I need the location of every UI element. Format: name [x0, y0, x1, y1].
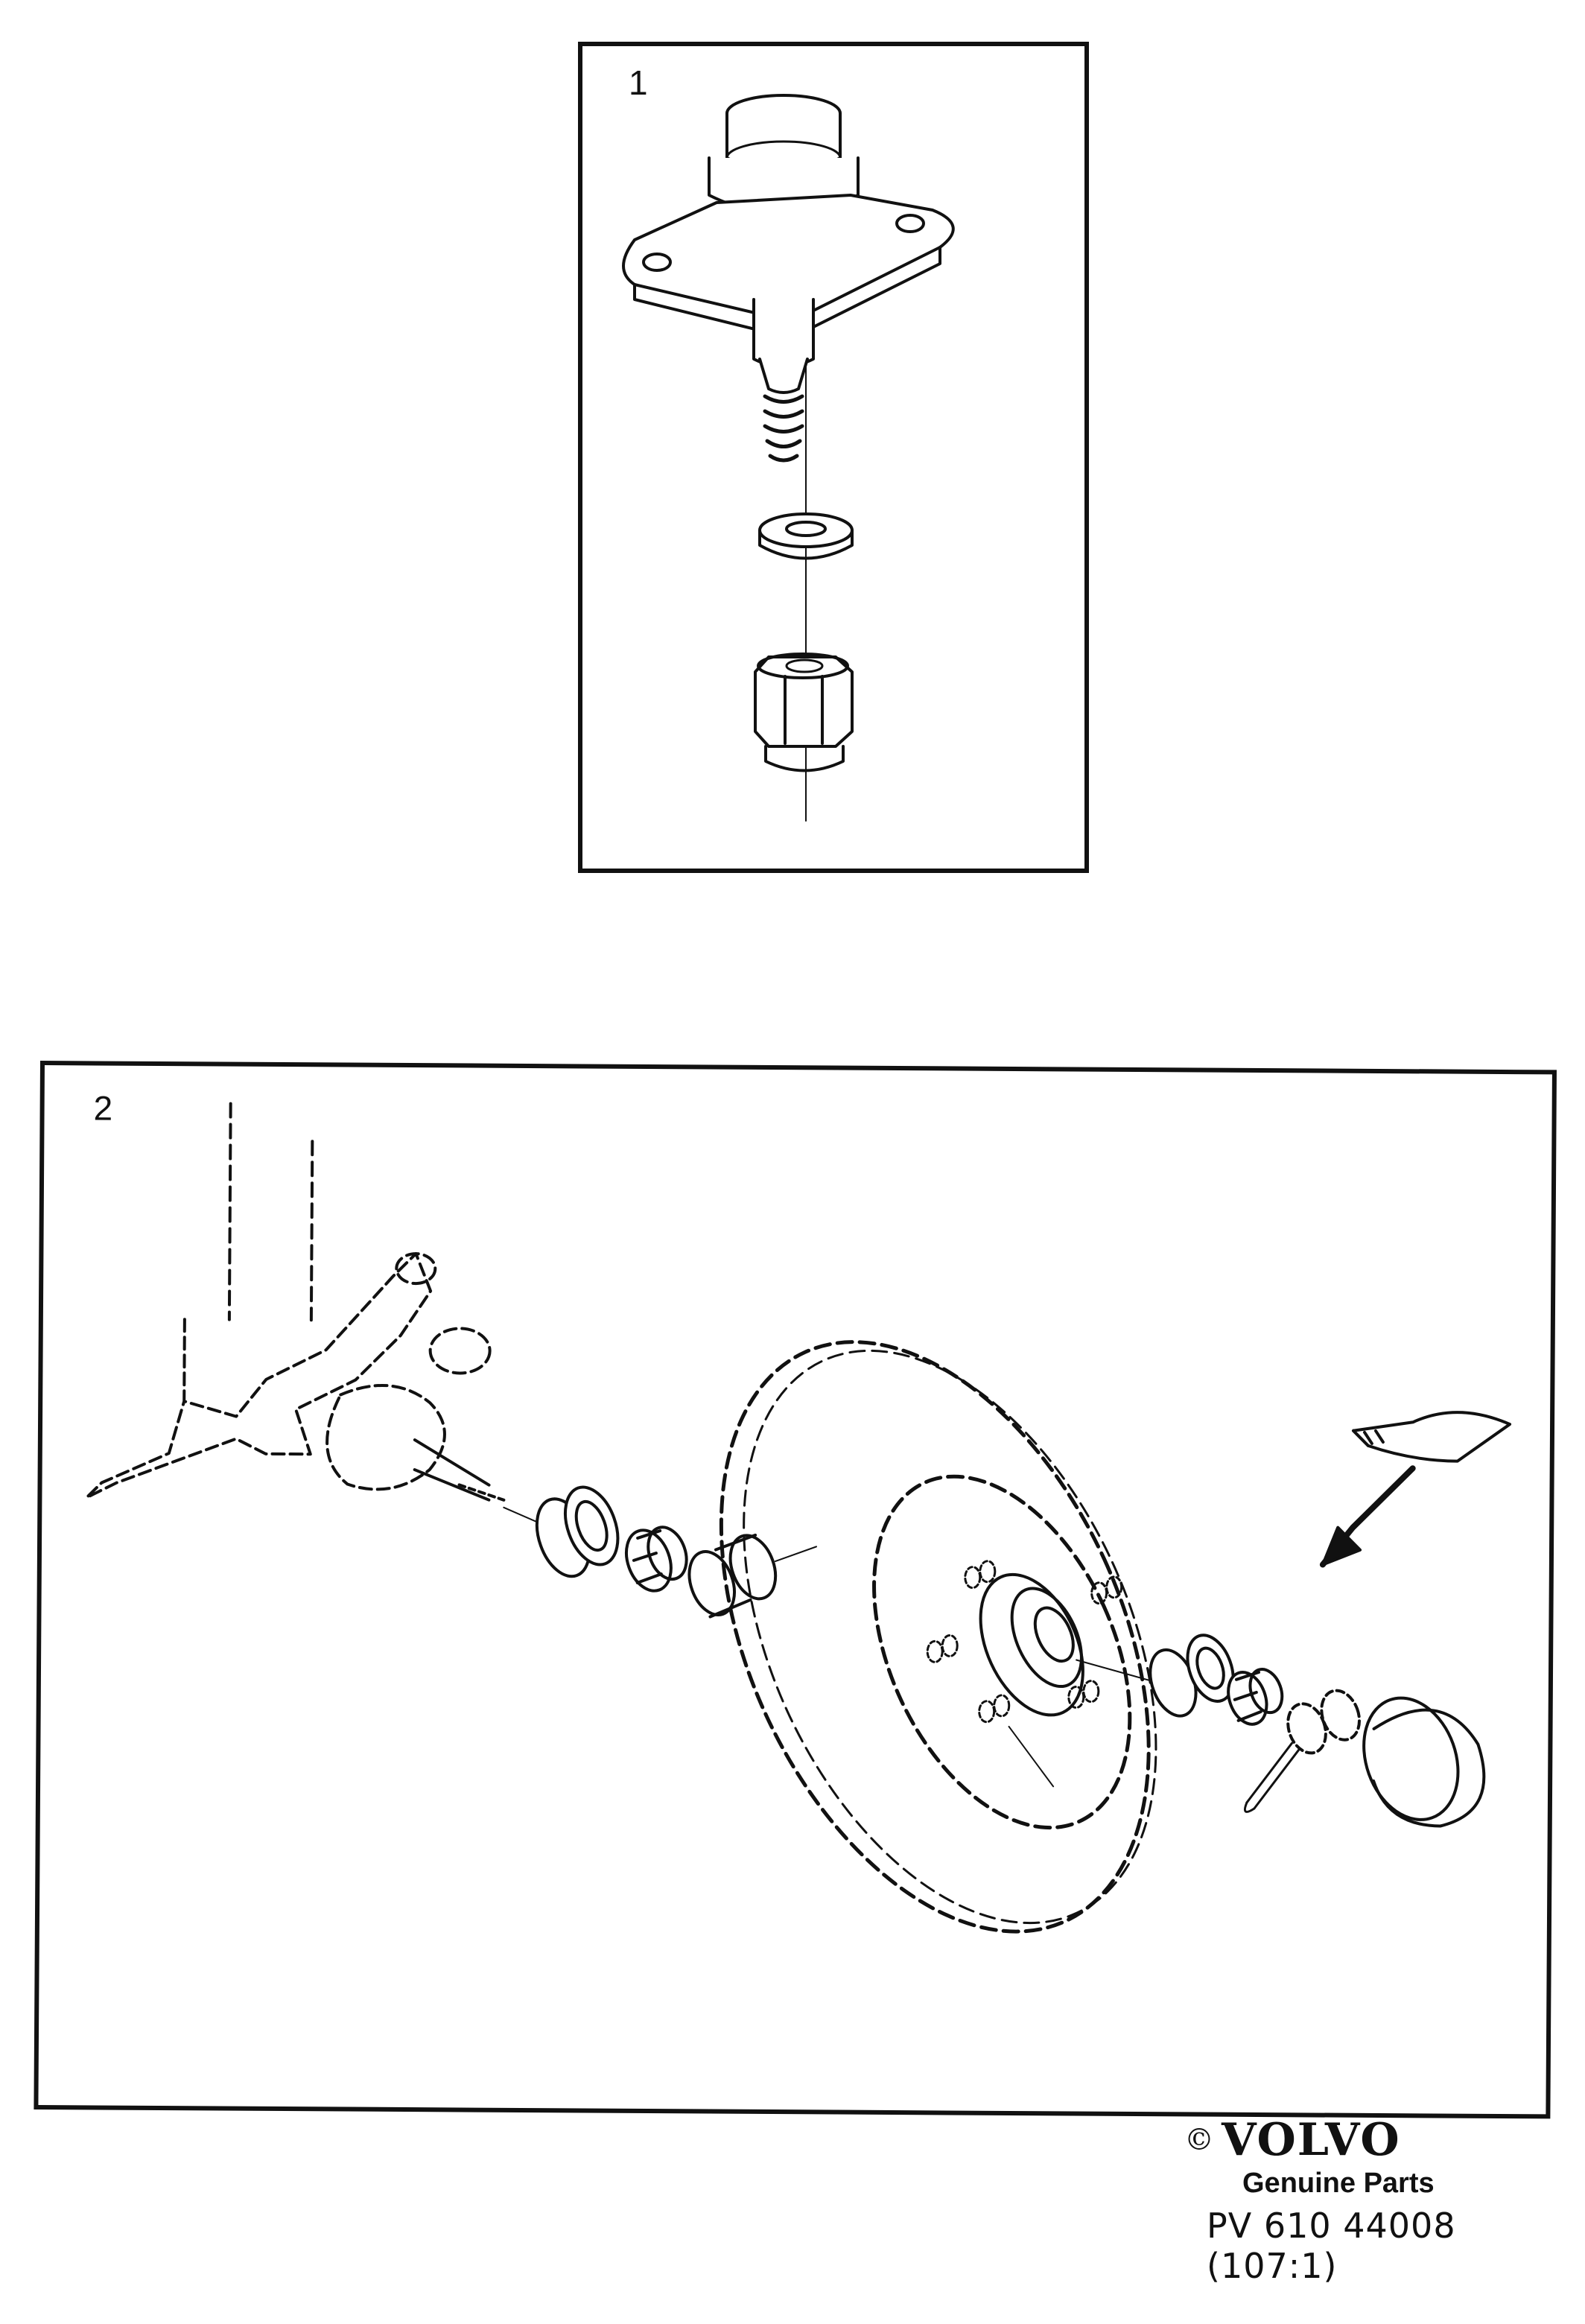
- inner-roller-bearing: [625, 1525, 688, 1593]
- front-hub-illustration: [85, 1102, 1512, 1934]
- figure-panel-1: 1: [578, 42, 1089, 873]
- inner-bearing-race: [687, 1533, 818, 1619]
- wheel-hub: [979, 1572, 1084, 1717]
- cotter-pin: [1244, 1742, 1300, 1813]
- brake-disc: [719, 1340, 1157, 1934]
- ball-joint-illustration: [622, 94, 955, 822]
- threaded-spring: [763, 394, 804, 463]
- brand-row: © VOLVO: [1184, 2114, 1512, 2166]
- outer-roller-bearing: [1227, 1668, 1284, 1726]
- washer: [758, 512, 854, 560]
- part-number: PV 610 44008: [1207, 2206, 1456, 2246]
- inner-seal-ring: [535, 1485, 620, 1578]
- outer-bearing-race: [1149, 1634, 1235, 1718]
- wheel-spindle: [413, 1438, 557, 1531]
- parts-catalog-footer: © VOLVO Genuine Parts PV 610 44008 (107:…: [1184, 2114, 1512, 2286]
- tagline: Genuine Parts: [1242, 2168, 1435, 2199]
- brand-logo: VOLVO: [1222, 2114, 1401, 2166]
- grease-cap: [1362, 1696, 1486, 1828]
- lock-nut: [754, 653, 854, 772]
- figure-panel-2: 2: [34, 1061, 1557, 2119]
- castle-nut: [1286, 1689, 1361, 1755]
- steering-knuckle: [85, 1252, 492, 1499]
- ball-joint-stem: [752, 298, 815, 394]
- wheel-studs: [926, 1560, 1123, 1724]
- arrow-icon: [1319, 1465, 1416, 1568]
- strut-tube: [227, 1102, 314, 1322]
- panel-number: 1: [629, 63, 648, 102]
- copyright-symbol: ©: [1184, 2123, 1214, 2157]
- figure-reference: (107:1): [1207, 2246, 1338, 2286]
- grease-packet: [1351, 1411, 1512, 1463]
